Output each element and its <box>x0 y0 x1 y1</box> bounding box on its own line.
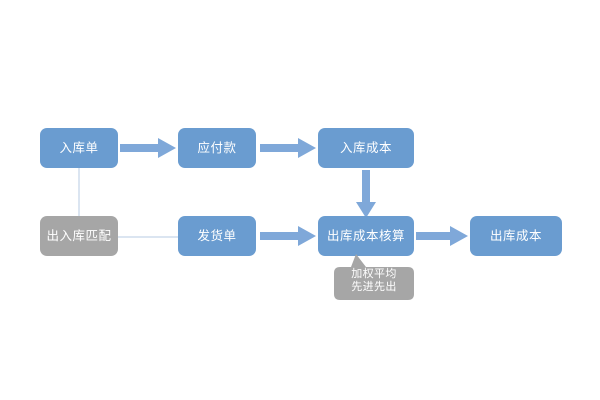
callout-line-fifo: 先进先出 <box>351 280 397 293</box>
node-inbound-order[interactable]: 入库单 <box>40 128 118 168</box>
connector-inbound-order-to-in-out-match <box>78 167 80 219</box>
node-inbound-cost[interactable]: 入库成本 <box>318 128 414 168</box>
node-shipping-order[interactable]: 发货单 <box>178 216 256 256</box>
node-inbound-order-label: 入库单 <box>59 139 99 155</box>
connector-in-out-match-to-shipping-order <box>118 236 178 238</box>
node-accounts-payable[interactable]: 应付款 <box>178 128 256 168</box>
node-shipping-order-label: 发货单 <box>197 227 237 243</box>
arrow-inbound-cost-to-outbound-costing <box>356 170 376 218</box>
node-in-out-match-label: 出入库匹配 <box>46 227 112 243</box>
arrow-accounts-payable-to-inbound-cost <box>260 138 316 158</box>
arrow-outbound-costing-to-outbound-cost <box>416 226 468 246</box>
node-outbound-cost[interactable]: 出库成本 <box>470 216 562 256</box>
node-in-out-match[interactable]: 出入库匹配 <box>40 216 118 256</box>
node-inbound-cost-label: 入库成本 <box>339 139 392 155</box>
arrow-shipping-order-to-outbound-costing <box>260 226 316 246</box>
node-outbound-costing-label: 出库成本核算 <box>326 227 405 243</box>
node-outbound-costing[interactable]: 出库成本核算 <box>318 216 414 256</box>
costing-methods-callout-bubble <box>334 254 414 300</box>
arrow-inbound-order-to-accounts-payable <box>120 138 176 158</box>
callout-line-weighted-average: 加权平均 <box>351 267 397 280</box>
node-outbound-cost-label: 出库成本 <box>489 227 542 243</box>
node-accounts-payable-label: 应付款 <box>197 139 237 155</box>
costing-methods-callout-text: 加权平均 先进先出 <box>334 267 414 293</box>
